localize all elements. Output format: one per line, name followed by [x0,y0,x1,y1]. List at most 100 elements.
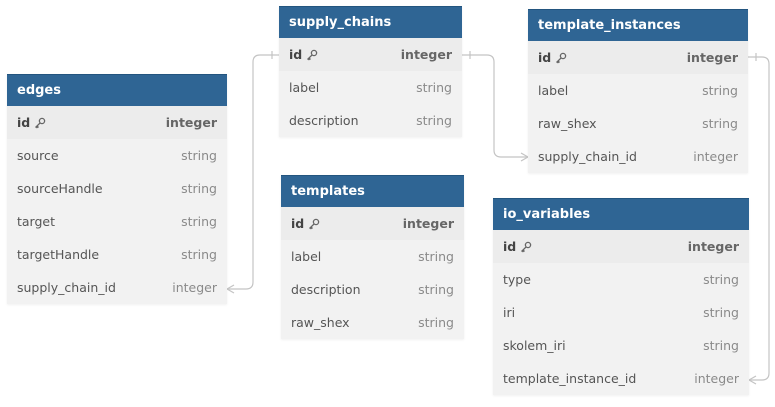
column-row[interactable]: target string [7,205,227,238]
column-type: string [181,247,217,262]
column-name-text: id [17,115,31,130]
column-name-text: id [503,239,517,254]
column-name-text: description [291,282,361,297]
column-type: string [702,116,738,131]
column-name: label [289,80,319,95]
column-name-text: supply_chain_id [17,280,116,295]
column-name-text: targetHandle [17,247,100,262]
key-icon [556,52,567,63]
column-row[interactable]: id integer [493,230,749,263]
column-type: string [181,214,217,229]
link-ti-many-a [520,152,529,158]
column-name: supply_chain_id [538,149,637,164]
column-name: raw_shex [291,315,350,330]
column-name-text: supply_chain_id [538,149,637,164]
column-row[interactable]: raw_shex string [528,107,748,140]
link-edges-many-b [226,288,235,294]
column-type: integer [400,47,452,62]
column-name: iri [503,305,515,320]
column-name: source [17,148,59,163]
column-type: string [418,249,454,264]
column-name: raw_shex [538,116,597,131]
column-name: id [17,115,46,130]
column-name: description [289,113,359,128]
column-type: string [703,338,739,353]
table-edges[interactable]: edges id integer source string sourceHandle st… [7,74,227,304]
column-type: integer [165,115,217,130]
column-row[interactable]: skolem_iri string [493,329,749,362]
column-row[interactable]: id integer [7,106,227,139]
column-row[interactable]: supply_chain_id integer [7,271,227,304]
column-row[interactable]: targetHandle string [7,238,227,271]
key-icon [521,241,532,252]
column-type: string [181,181,217,196]
column-type: integer [402,216,454,231]
link-io-many-a [748,375,757,381]
column-name: id [289,47,318,62]
column-name: template_instance_id [503,371,636,386]
column-row[interactable]: sourceHandle string [7,172,227,205]
column-type: integer [172,280,217,295]
column-name: sourceHandle [17,181,103,196]
column-type: integer [686,50,738,65]
column-name: supply_chain_id [17,280,116,295]
column-row[interactable]: id integer [281,207,464,240]
link-template-instances-io-variables [748,56,770,381]
column-name-text: iri [503,305,516,320]
column-row[interactable]: label string [281,240,464,273]
column-name: target [17,214,55,229]
column-name-text: description [289,113,359,128]
column-name: targetHandle [17,247,99,262]
column-row[interactable]: id integer [279,38,462,71]
column-name: id [538,50,567,65]
column-name-text: type [503,272,531,287]
link-supply-chains-template-instances [462,54,528,158]
column-type: string [703,272,739,287]
column-name-text: skolem_iri [503,338,566,353]
column-type: integer [687,239,739,254]
table-header-io-variables[interactable]: io_variables [493,198,749,230]
link-ti-many-b [520,156,529,162]
column-row[interactable]: template_instance_id integer [493,362,749,395]
column-name-text: id [291,216,305,231]
column-row[interactable]: type string [493,263,749,296]
key-icon [35,117,46,128]
table-header-edges[interactable]: edges [7,74,227,106]
column-type: string [702,83,738,98]
table-templates[interactable]: templates id integer label string description… [281,175,464,339]
column-name: type [503,272,531,287]
column-name: skolem_iri [503,338,566,353]
table-header-templates[interactable]: templates [281,175,464,207]
column-type: integer [693,149,738,164]
column-name-text: sourceHandle [17,181,103,196]
table-header-template-instances[interactable]: template_instances [528,9,748,41]
column-name-text: raw_shex [538,116,597,131]
column-name-text: raw_shex [291,315,350,330]
column-name: label [291,249,321,264]
column-name-text: label [291,249,322,264]
key-icon [307,49,318,60]
column-name-text: id [289,47,303,62]
link-edges-many-a [226,284,235,290]
key-icon [309,218,320,229]
column-type: integer [694,371,739,386]
table-header-supply-chains[interactable]: supply_chains [279,6,462,38]
column-name-text: template_instance_id [503,371,637,386]
column-row[interactable]: id integer [528,41,748,74]
column-name: id [291,216,320,231]
column-type: string [181,148,217,163]
column-name-text: source [17,148,59,163]
column-name-text: id [538,50,552,65]
column-row[interactable]: supply_chain_id integer [528,140,748,173]
column-row[interactable]: source string [7,139,227,172]
column-name: id [503,239,532,254]
